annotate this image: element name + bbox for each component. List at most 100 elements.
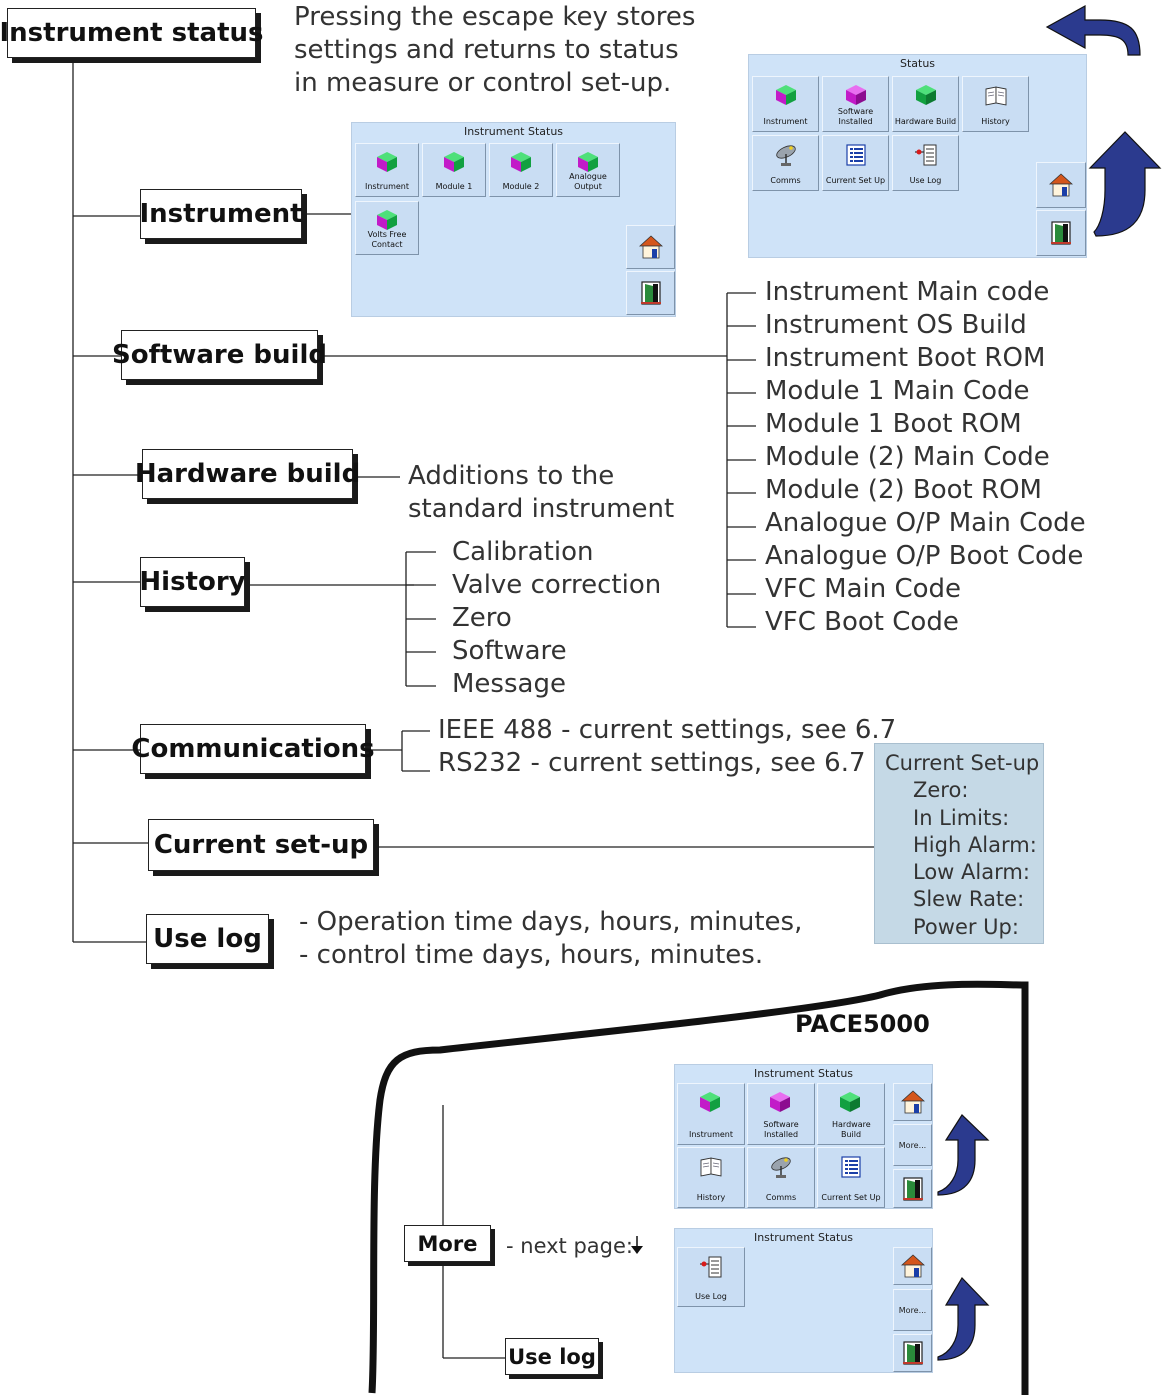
book-icon: [985, 86, 1006, 106]
current-setup-box[interactable]: Current set-up: [148, 819, 374, 871]
instrument-button[interactable]: Instrument: [752, 76, 819, 132]
comms-item: IEEE 488 - current settings, see 6.7: [438, 715, 897, 745]
more-box[interactable]: More: [404, 1225, 491, 1262]
software-item: VFC Boot Code: [765, 607, 959, 637]
software-item: Analogue O/P Boot Code: [765, 541, 1084, 571]
software-item: Instrument OS Build: [765, 310, 1027, 340]
satellite-dish-icon: [770, 1156, 792, 1178]
exit-button[interactable]: [893, 1334, 932, 1372]
satellite-dish-icon: [774, 144, 797, 166]
list-icon: [845, 144, 866, 166]
software-item: Module (2) Boot ROM: [765, 475, 1042, 505]
module-1-button[interactable]: Module 1: [422, 143, 486, 197]
up-arrow-bottom-1: [937, 1114, 990, 1196]
up-arrow-bottom-2: [937, 1277, 990, 1361]
door-icon: [901, 1341, 924, 1365]
more-button[interactable]: More...: [893, 1289, 932, 1331]
cube-icon: [377, 152, 397, 172]
screen-title: Status: [899, 57, 936, 70]
instrument-status-screen-2: Instrument Status Instrument Software In…: [674, 1064, 933, 1209]
use-log-button[interactable]: Use Log: [677, 1247, 745, 1307]
instrument-status-box[interactable]: Instrument status: [0, 8, 264, 58]
software-installed-button[interactable]: Software Installed: [822, 76, 889, 132]
history-button[interactable]: History: [962, 76, 1029, 132]
exit-button[interactable]: [626, 271, 675, 315]
more-button[interactable]: More...: [893, 1124, 932, 1166]
use-log-box[interactable]: Use log: [146, 914, 269, 964]
comms-button[interactable]: Comms: [747, 1147, 815, 1208]
cube-icon: [444, 152, 464, 172]
current-setup-title: Current Set-up: [885, 751, 1040, 775]
door-icon: [639, 281, 662, 305]
instrument-status-screen-3: Instrument Status Use Log More...: [674, 1228, 933, 1373]
comms-item: RS232 - current settings, see 6.7: [438, 748, 866, 778]
software-item: Module 1 Boot ROM: [765, 409, 1022, 439]
instrument-button[interactable]: Instrument: [677, 1083, 745, 1145]
software-item: Analogue O/P Main Code: [765, 508, 1086, 538]
use-log-icon: [700, 1256, 722, 1278]
cube-icon: [845, 85, 866, 105]
instrument-status-screen-1: Instrument Status Instrument Module 1 Mo…: [351, 122, 676, 317]
home-icon: [901, 1090, 924, 1114]
history-item: Calibration: [452, 537, 594, 567]
door-icon: [1050, 221, 1072, 245]
cube-icon: [915, 85, 936, 105]
home-button[interactable]: [1036, 162, 1086, 208]
cube-icon: [377, 210, 397, 230]
use-log-button[interactable]: Use Log: [892, 135, 959, 191]
history-items: Calibration Valve correction Zero Softwa…: [452, 536, 661, 701]
return-arrow-top: [1045, 4, 1141, 56]
comms-button[interactable]: Comms: [752, 135, 819, 191]
cube-icon: [578, 152, 598, 172]
module-2-button[interactable]: Module 2: [489, 143, 553, 197]
home-button[interactable]: [893, 1083, 932, 1121]
use-log-box-2[interactable]: Use log: [505, 1338, 599, 1375]
history-box[interactable]: History: [139, 557, 246, 607]
current-set-up-button[interactable]: Current Set Up: [817, 1147, 885, 1208]
software-item: Module 1 Main Code: [765, 376, 1030, 406]
hardware-build-button[interactable]: Hardware Build: [892, 76, 959, 132]
home-button[interactable]: [626, 225, 675, 269]
history-item: Valve correction: [452, 570, 662, 600]
software-installed-button[interactable]: Software Installed: [747, 1083, 815, 1145]
hardware-build-button[interactable]: Hardware Build: [817, 1083, 885, 1145]
use-log-note: - Operation time days, hours, minutes, -…: [299, 907, 803, 970]
software-items: Instrument Main code Instrument OS Build…: [765, 276, 1086, 639]
door-icon: [901, 1176, 924, 1201]
escape-note: Pressing the escape key stores settings …: [294, 2, 696, 98]
pace5000-label: PACE5000: [795, 1010, 930, 1038]
home-icon: [639, 235, 662, 259]
up-arrow-right: [1088, 131, 1162, 237]
home-button[interactable]: [893, 1247, 932, 1285]
cube-icon: [840, 1092, 860, 1112]
current-setup-panel: Current Set-up Zero: In Limits: High Ala…: [874, 743, 1044, 944]
volts-free-contact-button[interactable]: Volts Free Contact: [355, 201, 419, 255]
instrument-box[interactable]: Instrument: [139, 189, 303, 239]
software-build-box[interactable]: Software build: [112, 330, 327, 380]
software-item: Module (2) Main Code: [765, 442, 1050, 472]
exit-button[interactable]: [893, 1169, 932, 1208]
use-log-icon: [914, 144, 937, 166]
instrument-button[interactable]: Instrument: [355, 143, 419, 197]
hardware-build-box[interactable]: Hardware build: [135, 449, 360, 499]
communications-box[interactable]: Communications: [131, 724, 375, 774]
cube-icon: [775, 85, 796, 105]
history-item: Software: [452, 636, 567, 666]
current-set-up-button[interactable]: Current Set Up: [822, 135, 889, 191]
history-item: Zero: [452, 603, 512, 633]
software-item: Instrument Boot ROM: [765, 343, 1046, 373]
software-item: VFC Main Code: [765, 574, 962, 604]
hardware-note: Additions to the standard instrument: [408, 461, 675, 524]
exit-button[interactable]: [1036, 210, 1086, 256]
analogue-output-button[interactable]: Analogue Output: [556, 143, 620, 197]
cube-icon: [700, 1092, 720, 1112]
screen-title: Instrument Status: [463, 125, 564, 138]
history-button[interactable]: History: [677, 1147, 745, 1208]
cube-icon: [770, 1092, 790, 1112]
home-icon: [901, 1254, 924, 1278]
status-screen: Status Instrument Software Installed Har…: [748, 54, 1087, 258]
software-item: Instrument Main code: [765, 277, 1050, 307]
comms-items: IEEE 488 - current settings, see 6.7 RS2…: [438, 714, 896, 780]
cube-icon: [511, 152, 531, 172]
